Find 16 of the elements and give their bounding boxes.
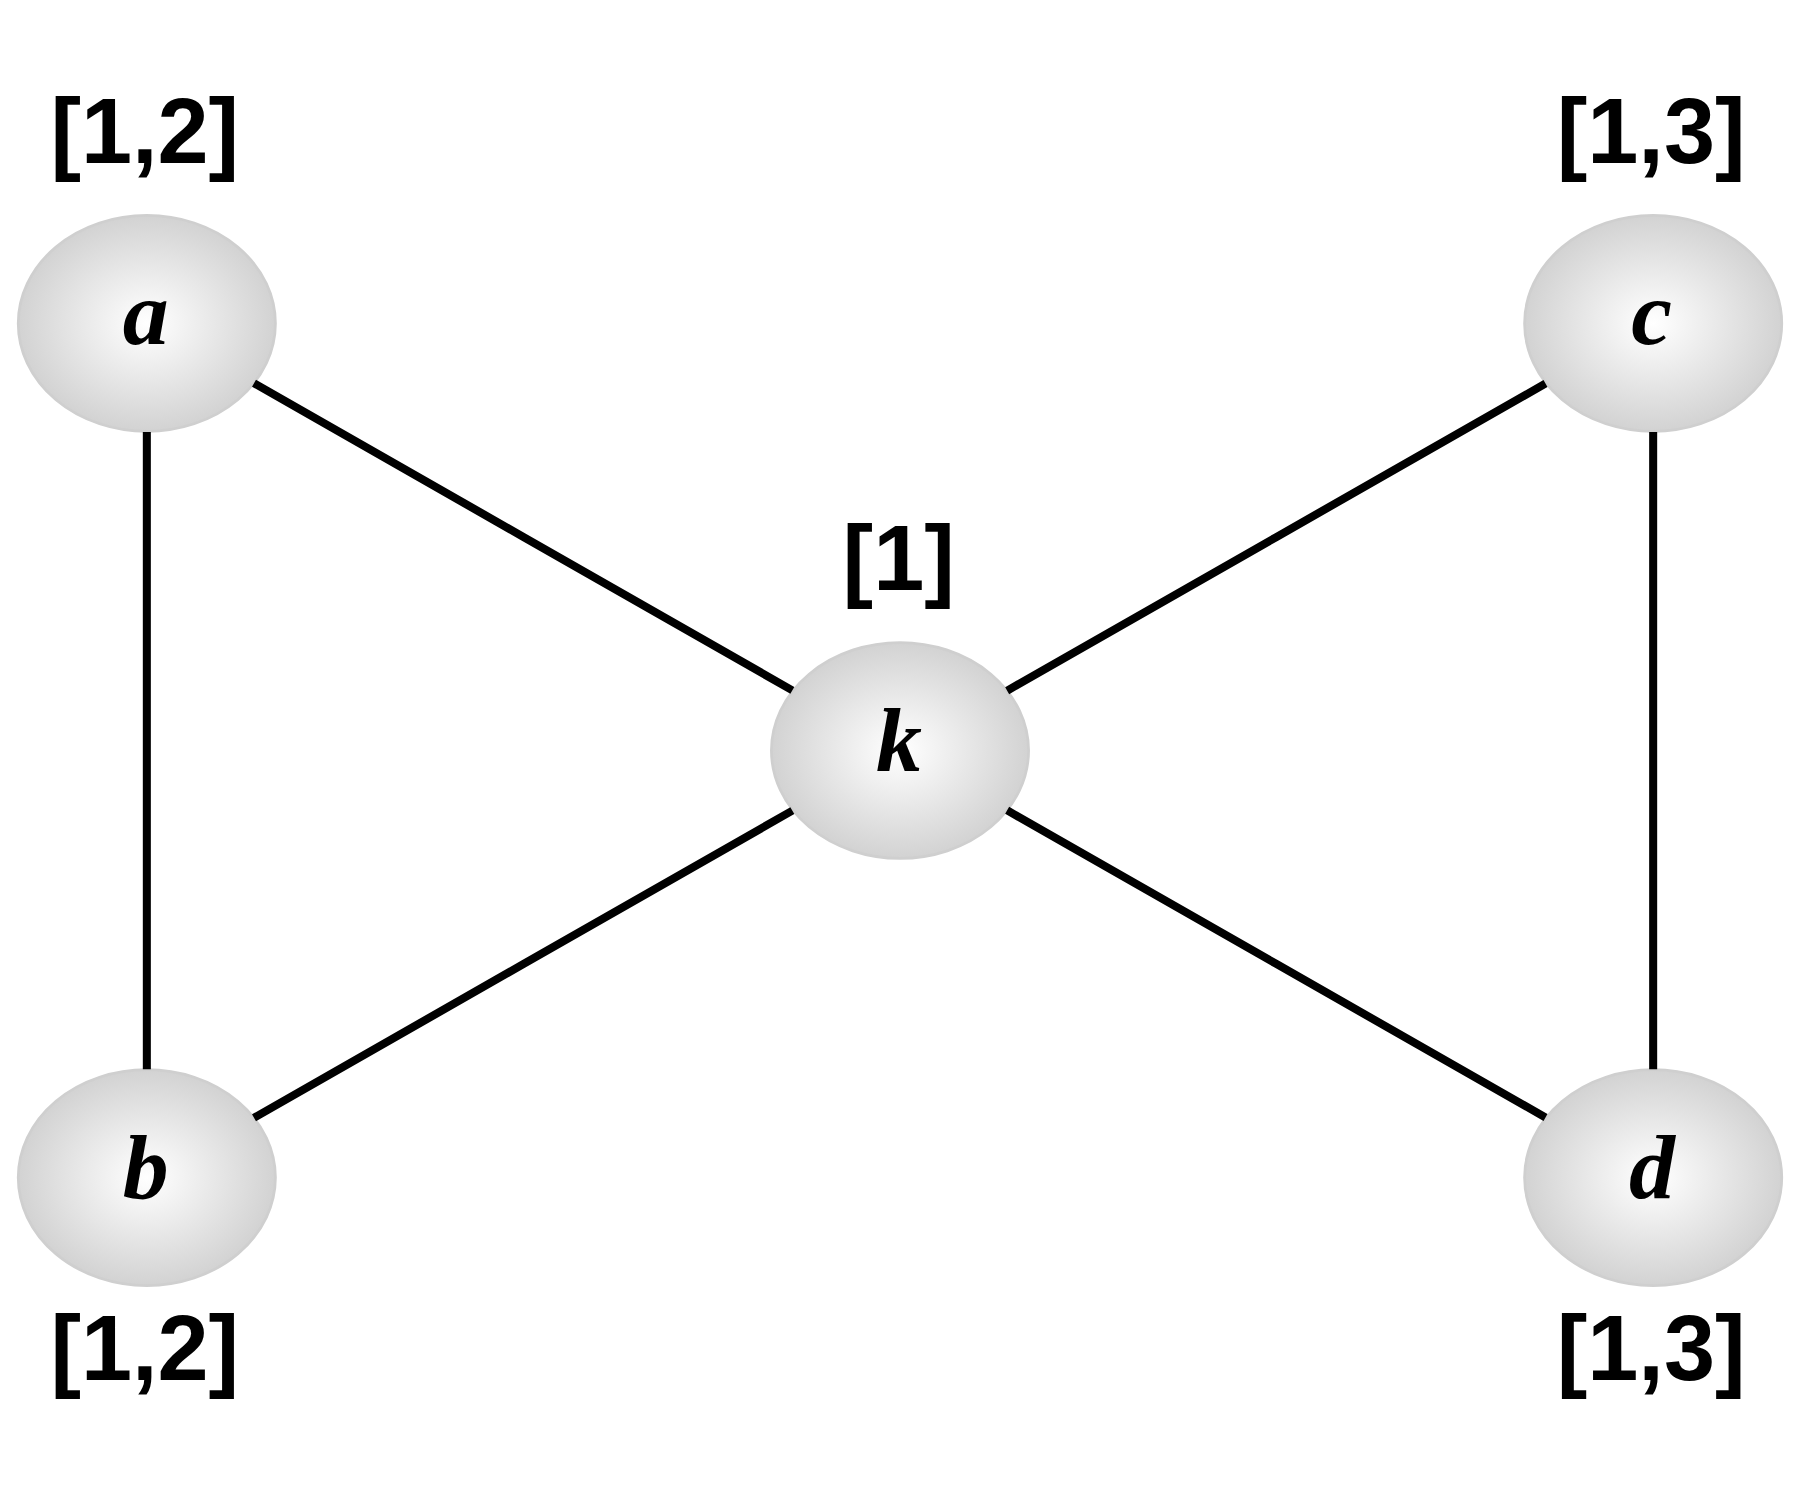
node-label: [1,2] — [49, 1296, 239, 1399]
node-ellipse: d — [1522, 1067, 1783, 1287]
node-label: [1,3] — [1556, 79, 1746, 182]
node-label: [1,3] — [1556, 1296, 1746, 1399]
node-ellipse: a — [16, 213, 277, 433]
connector — [1648, 431, 1657, 1069]
node-ellipse: k — [769, 640, 1030, 860]
connector — [1004, 806, 1547, 1121]
node-label: [1,2] — [49, 79, 239, 182]
connector — [251, 379, 794, 694]
node-label: [1] — [842, 506, 955, 609]
node-ellipse: b — [16, 1067, 277, 1287]
connector — [251, 806, 794, 1121]
connector — [142, 431, 151, 1069]
connector — [1004, 379, 1547, 694]
node-ellipse: c — [1522, 213, 1783, 433]
